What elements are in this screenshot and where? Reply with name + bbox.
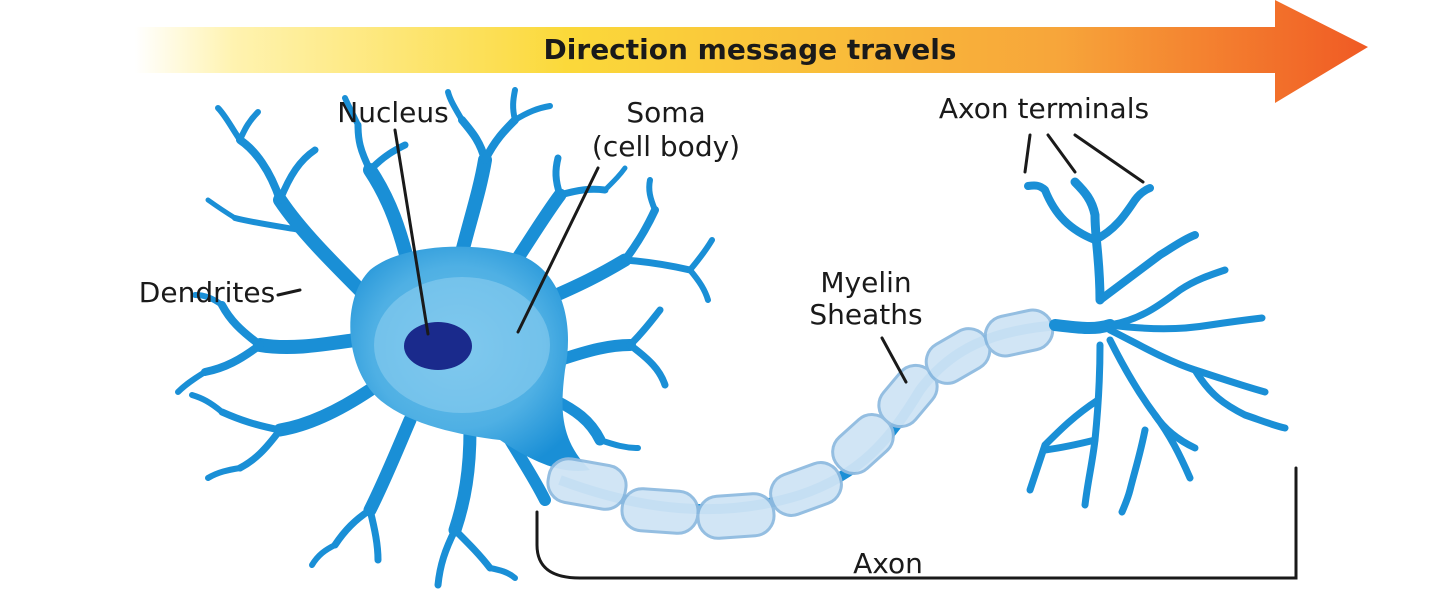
nucleus-label: Nucleus [337, 96, 448, 129]
leader-lines [276, 128, 1145, 384]
dendrites-leader [276, 288, 302, 297]
soma [350, 246, 590, 471]
soma-sublabel: (cell body) [592, 130, 740, 163]
terminal-leader-3 [1073, 133, 1145, 184]
terminal-leader-1 [1023, 133, 1032, 174]
direction-arrow-shape [135, 0, 1368, 103]
myelin-sheath [620, 487, 700, 535]
myelin-sheath [696, 492, 776, 540]
myelin-sheath [769, 461, 843, 517]
nucleus-leader [393, 128, 430, 336]
terminal-leader-2 [1046, 133, 1077, 174]
labels: Nucleus Soma (cell body) Dendrites Myeli… [139, 92, 1149, 580]
dendrites-label: Dendrites [139, 276, 275, 309]
myelin-sheaths [546, 308, 1055, 540]
myelin-label: Myelin [820, 266, 911, 299]
direction-arrow: Direction message travels [135, 0, 1368, 103]
sheaths-label: Sheaths [809, 298, 922, 331]
soma-label: Soma [626, 96, 705, 129]
direction-arrow-label: Direction message travels [544, 33, 957, 66]
myelin-leader [880, 336, 908, 384]
axon-terminals-label: Axon terminals [939, 92, 1149, 125]
myelin-sheath [546, 457, 628, 511]
axon [546, 308, 1061, 540]
axon-bracket [535, 466, 1298, 580]
axon-label: Axon [853, 547, 923, 580]
myelin-sheath [983, 308, 1055, 358]
soma-leader [516, 166, 600, 334]
nucleus-shape [404, 322, 472, 370]
axon-terminal-branches [1024, 177, 1289, 516]
